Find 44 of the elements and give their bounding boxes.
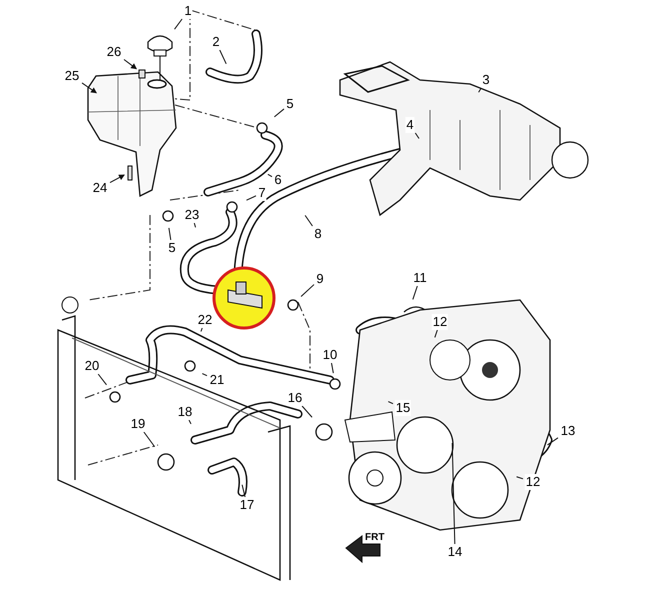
callout-number: 20 <box>84 358 100 374</box>
leader-line <box>388 401 394 404</box>
leader-line <box>98 374 108 386</box>
leader-line <box>412 286 418 300</box>
callout-number: 2 <box>211 34 221 50</box>
leader-line <box>274 108 284 118</box>
leader-line <box>434 330 438 338</box>
callout-number: 4 <box>405 117 415 133</box>
leader-line <box>124 59 137 70</box>
callout-number: 12 <box>524 474 542 490</box>
callout-number: 7 <box>257 185 267 201</box>
leader-line <box>478 88 482 93</box>
leader-line <box>219 50 227 64</box>
callout-number: 1 <box>183 3 193 19</box>
leader-line <box>546 437 558 446</box>
callout-number: 11 <box>412 270 428 286</box>
callout-number: 19 <box>130 416 146 432</box>
leader-line <box>267 174 272 178</box>
leader-line <box>168 227 172 240</box>
leader-line <box>82 82 97 94</box>
callout-number: 10 <box>322 347 338 363</box>
leader-line <box>143 432 156 448</box>
callout-number: 15 <box>394 400 412 416</box>
leader-line <box>330 362 334 374</box>
leader-line <box>516 476 524 480</box>
leader-line <box>300 284 314 298</box>
leader-line <box>200 328 203 332</box>
leader-line <box>246 195 256 201</box>
leader-line <box>110 174 125 184</box>
leader-line <box>414 132 420 139</box>
callout-number: 16 <box>286 390 304 406</box>
leader-line <box>302 406 313 418</box>
leader-line <box>304 214 313 226</box>
leader-line <box>242 484 246 498</box>
front-label: FRT <box>365 531 384 545</box>
leader-line <box>452 442 456 544</box>
callout-number: 3 <box>481 72 491 88</box>
callout-number: 18 <box>176 404 194 420</box>
callout-number: 22 <box>196 312 214 328</box>
callout-number: 12 <box>432 314 448 330</box>
leader-line <box>194 222 196 228</box>
leader-line <box>202 373 208 376</box>
callout-number: 23 <box>184 207 200 223</box>
leader-line <box>174 18 183 30</box>
